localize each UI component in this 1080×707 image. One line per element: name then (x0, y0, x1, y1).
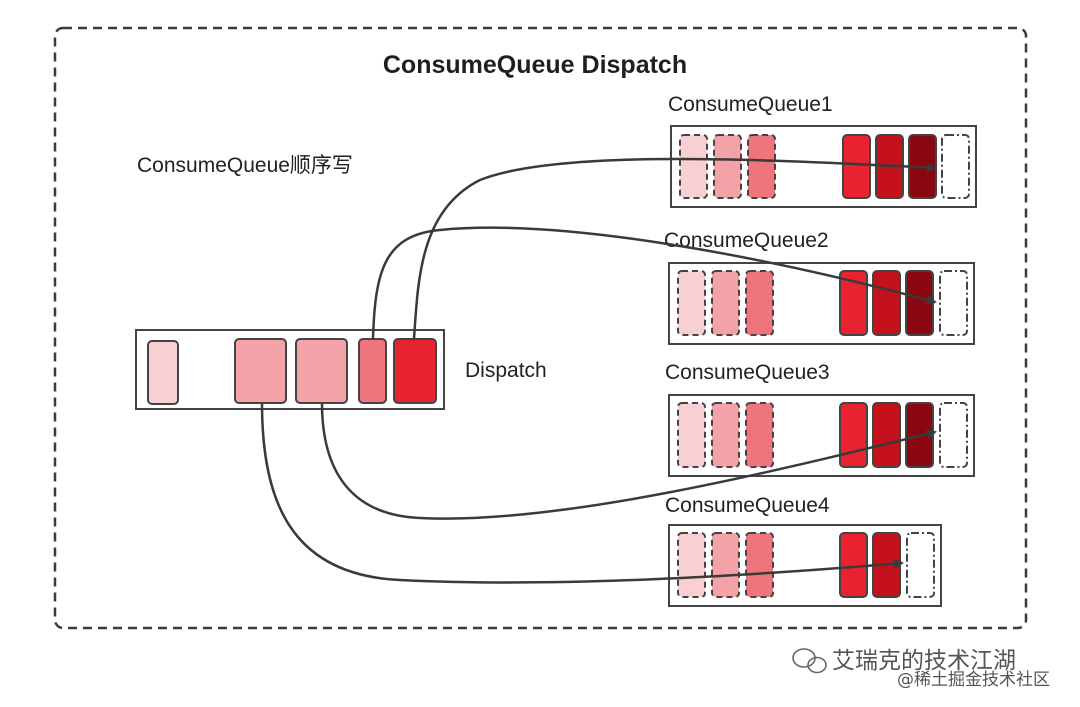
consume-queue-1 (670, 125, 977, 208)
watermark-line1: 艾瑞克的技术江湖 (832, 648, 1016, 674)
dispatch-block (147, 340, 179, 405)
connector-to-queue3 (320, 402, 937, 520)
watermark: 艾瑞克的技术江湖 @稀土掘金技术社区 (792, 648, 1050, 690)
connector-to-queue1 (412, 157, 937, 340)
consume-queue-4 (668, 524, 942, 607)
queue-label-4: ConsumeQueue4 (665, 494, 830, 517)
diagram-title: ConsumeQueue Dispatch (383, 51, 687, 79)
dispatch-block (358, 338, 387, 404)
consume-queue-3 (668, 394, 975, 477)
connector-to-queue4 (260, 402, 904, 584)
consume-queue-2 (668, 262, 975, 345)
wechat-icon (792, 648, 827, 674)
dispatch-block (393, 338, 437, 404)
dispatch-block (295, 338, 348, 404)
queue-label-3: ConsumeQueue3 (665, 361, 830, 384)
queue-label-2: ConsumeQueue2 (664, 229, 829, 252)
watermark-line2: @稀土掘金技术社区 (897, 670, 1050, 690)
dispatch-box (135, 329, 445, 410)
queue-label-1: ConsumeQueue1 (668, 93, 833, 116)
outer-dashed-frame (53, 26, 1028, 630)
dispatch-label: Dispatch (465, 359, 547, 382)
connector-to-queue2 (371, 226, 937, 340)
dispatch-block (234, 338, 287, 404)
sequential-write-label: ConsumeQueue顺序写 (137, 154, 353, 177)
